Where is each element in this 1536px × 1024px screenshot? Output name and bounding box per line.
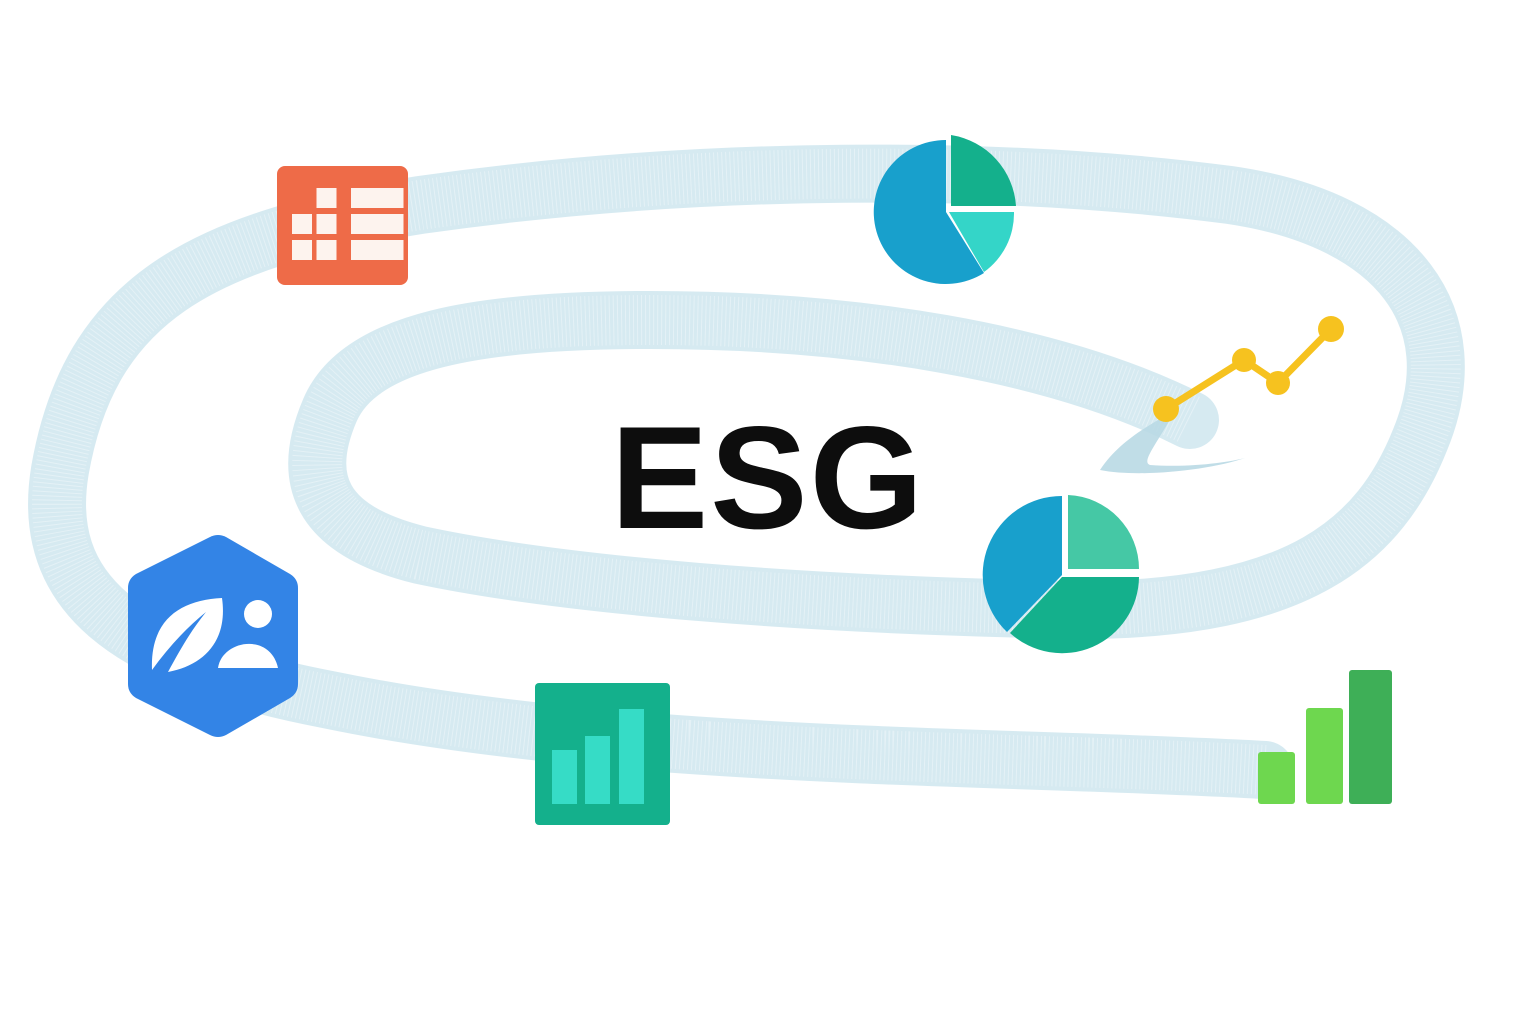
calendar-cell — [375, 188, 404, 208]
pie-chart-icon — [873, 135, 1016, 284]
calendar-cell — [316, 240, 337, 260]
leaf-people-hexagon-icon — [128, 535, 298, 737]
pie-chart-icon — [982, 495, 1139, 654]
calendar-cell — [375, 240, 404, 260]
calendar-cell — [351, 188, 379, 208]
trend-line-icon — [1153, 316, 1344, 422]
rising-bars-icon — [1258, 670, 1392, 804]
calendar-cell — [316, 214, 337, 234]
calendar-cell — [292, 214, 312, 234]
calendar-cell — [351, 214, 379, 234]
calendar-cell — [316, 188, 337, 208]
calendar-cell — [375, 214, 404, 234]
calendar-cell — [292, 240, 312, 260]
bar-chart-tile-icon — [535, 683, 670, 825]
calendar-grid-icon — [277, 166, 408, 285]
esg-title: ESG — [610, 396, 926, 559]
calendar-cell — [351, 240, 379, 260]
